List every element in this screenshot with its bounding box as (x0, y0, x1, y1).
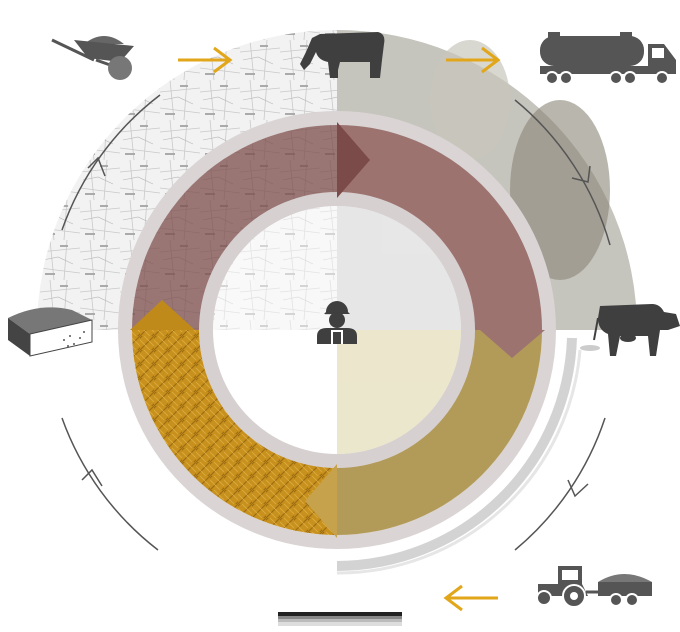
ring-arrow-bottom-icon (305, 464, 337, 538)
ring-arrow-right-icon (480, 330, 545, 358)
arrow-tractor-to-left (443, 584, 498, 612)
outer-ring-bottom-right-arc (336, 337, 577, 571)
arrow-wheelbarrow-to-cow (178, 46, 233, 74)
wheelbarrow-icon (51, 36, 134, 80)
inner-disc-photo (213, 206, 461, 454)
outer-cycle-arcs (61, 94, 611, 551)
tractor-trailer-icon (536, 566, 652, 608)
outer-cycle-arrowheads (81, 156, 591, 498)
farmer-icon (317, 301, 357, 344)
cow-grazing-icon (300, 32, 385, 78)
cow-standing-shadow (580, 345, 600, 351)
outer-ring (118, 111, 556, 549)
cow-standing-icon (593, 304, 680, 356)
bottom-stripe-bar (278, 612, 402, 626)
arrow-cow-to-truck (446, 46, 501, 74)
soil-block-icon (8, 307, 93, 357)
tanker-truck-icon (540, 32, 676, 85)
outer-ring-bottom-right-thin-arc (336, 349, 582, 575)
ring-arrow-left-icon (130, 300, 195, 330)
ring-arrow-top-icon (337, 122, 370, 198)
